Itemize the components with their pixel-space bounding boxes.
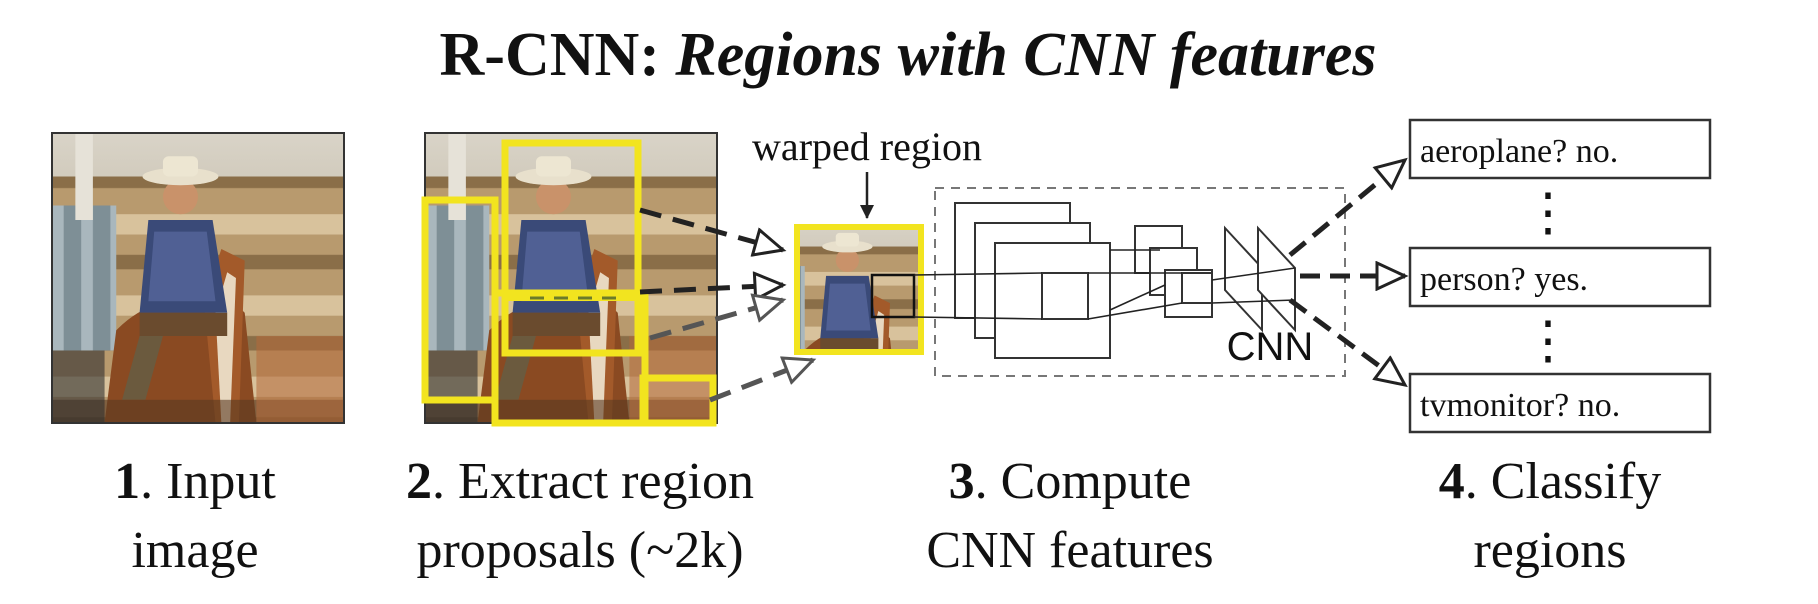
step-2-num: 2 [406, 453, 432, 510]
proposal-arrow-2 [639, 285, 783, 292]
step-caption-4: 4. Classify regions [1439, 453, 1661, 579]
warped-region-label: warped region [752, 124, 982, 169]
cnn-layers [954, 202, 1213, 359]
step-3-line2: CNN features [926, 522, 1213, 579]
step-caption-3: 3. Compute CNN features [926, 453, 1213, 579]
svg-text:1. Input: 1. Input [114, 453, 276, 510]
svg-text:2. Extract region: 2. Extract region [406, 453, 754, 510]
step-4-line2: regions [1473, 522, 1626, 579]
kernel-box-1 [1041, 272, 1089, 320]
step-1-line2: image [131, 522, 258, 579]
step-3-num: 3 [949, 453, 975, 510]
class-box-person: person? yes. [1408, 246, 1712, 308]
ellipsis-bottom: ⋮ [1522, 313, 1574, 370]
class-label-tvmonitor: tvmonitor? no. [1420, 387, 1620, 424]
step-4-num: 4 [1439, 453, 1465, 510]
proposal-arrow-4 [709, 360, 813, 403]
cnn-label: CNN [1227, 325, 1314, 369]
svg-text:4. Classify: 4. Classify [1439, 453, 1661, 510]
title-italic: Regions with CNN features [674, 21, 1376, 89]
class-label-aeroplane: aeroplane? no. [1420, 133, 1618, 170]
kernel-box-2 [1181, 272, 1213, 304]
step-caption-1: 1. Input image [114, 453, 276, 579]
class-label-person: person? yes. [1420, 261, 1588, 298]
step-1-num: 1 [114, 453, 140, 510]
step-4-line1: . Classify [1465, 453, 1661, 510]
proposals-image [421, 132, 718, 427]
class-arrow-tvmonitor [1288, 297, 1405, 385]
proposal-box-horse [491, 289, 649, 427]
step-2-line2: proposals (~2k) [416, 522, 743, 579]
proposal-arrow-1 [639, 207, 783, 250]
title-prefix: R-CNN: [440, 21, 676, 89]
proposal-arrow-3 [649, 300, 783, 341]
class-box-aeroplane: aeroplane? no. [1408, 118, 1712, 180]
class-box-tvmonitor: tvmonitor? no. [1408, 372, 1712, 434]
cnn-connections [913, 249, 1183, 320]
proposal-arrows [639, 207, 813, 403]
fc-layer-1 [1224, 225, 1263, 333]
class-arrow-aeroplane [1288, 160, 1405, 257]
step-3-line1: . Compute [975, 453, 1192, 510]
svg-text:3. Compute: 3. Compute [949, 453, 1192, 510]
proposal-box-person [501, 139, 642, 357]
diagram-title: R-CNN: Regions with CNN features [440, 21, 1377, 89]
input-image [51, 132, 345, 424]
fc-layer-2 [1257, 225, 1296, 333]
cnn-frame [934, 187, 1346, 377]
step-1-line1: . Input [140, 453, 276, 510]
warped-region-image [794, 224, 924, 355]
ellipsis-top: ⋮ [1522, 185, 1574, 242]
step-caption-2: 2. Extract region proposals (~2k) [406, 453, 754, 579]
step-2-line1: . Extract region [432, 453, 754, 510]
fc-layers [1224, 225, 1296, 333]
class-arrows [1288, 160, 1405, 385]
proposal-boxes [421, 139, 717, 427]
